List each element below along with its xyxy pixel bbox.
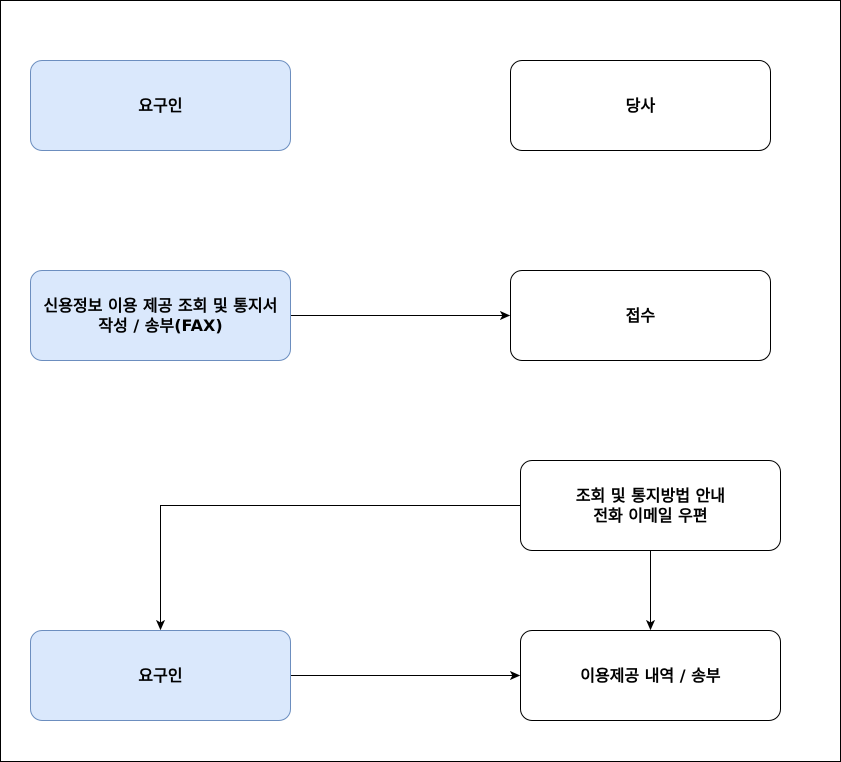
company-header-label: 당사 xyxy=(625,95,656,115)
company-header-node: 당사 xyxy=(510,60,771,151)
request-fax-node: 신용정보 이용 제공 조회 및 통지서 작성 / 송부(FAX) xyxy=(30,270,291,361)
requester-header-label: 요구인 xyxy=(138,95,183,115)
usage-history-label: 이용제공 내역 / 송부 xyxy=(580,665,721,685)
receipt-node: 접수 xyxy=(510,270,771,361)
usage-history-node: 이용제공 내역 / 송부 xyxy=(520,630,781,721)
requester-header-node: 요구인 xyxy=(30,60,291,151)
request-fax-label: 신용정보 이용 제공 조회 및 통지서 작성 / 송부(FAX) xyxy=(43,295,278,335)
requester-bottom-node: 요구인 xyxy=(30,630,291,721)
notify-method-label: 조회 및 통지방법 안내 전화 이메일 우편 xyxy=(575,485,726,525)
receipt-label: 접수 xyxy=(625,305,656,325)
requester-bottom-label: 요구인 xyxy=(138,665,183,685)
notify-method-node: 조회 및 통지방법 안내 전화 이메일 우편 xyxy=(520,460,781,551)
